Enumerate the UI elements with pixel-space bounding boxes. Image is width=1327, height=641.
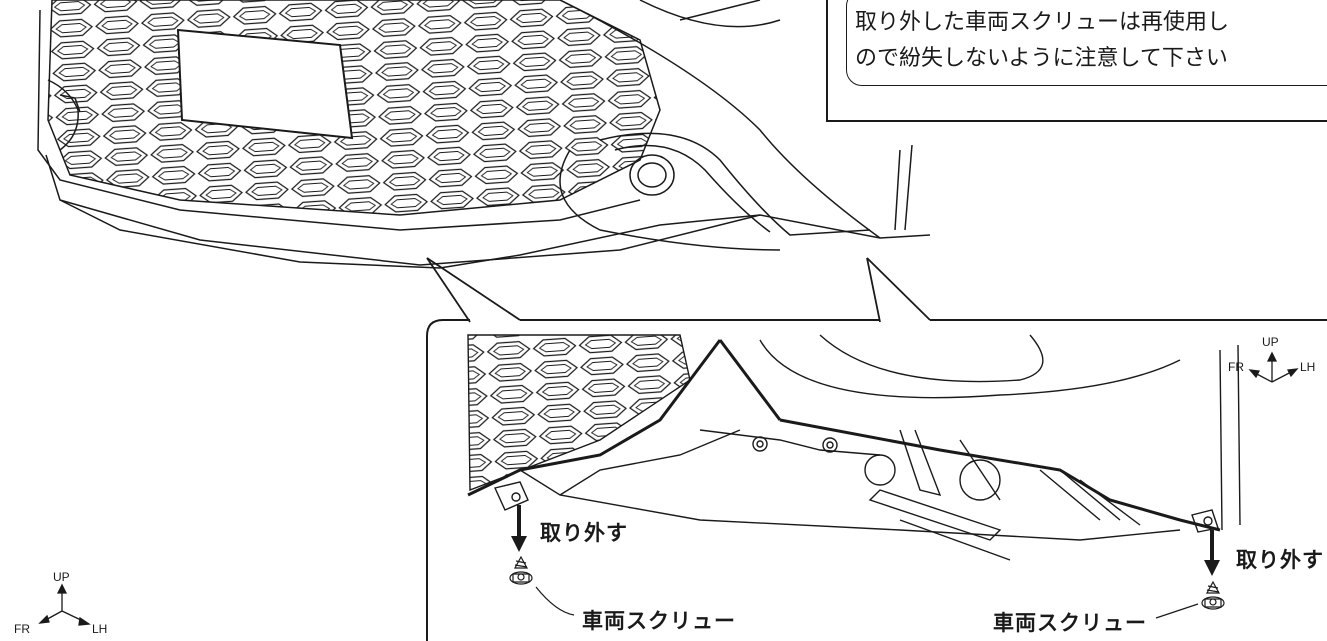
callout-leader bbox=[426, 257, 931, 323]
detail-orientation-up-label: UP bbox=[1262, 335, 1279, 349]
orientation-icon-detail bbox=[1248, 351, 1299, 383]
orientation-icon-main bbox=[38, 583, 91, 626]
remove-label-left: 取り外す bbox=[540, 521, 628, 545]
note-inner-frame: 取り外した車両スクリューは再使用し ので紛失しないように注意して下さい bbox=[846, 0, 1327, 86]
note-line-2: ので紛失しないように注意して下さい bbox=[855, 46, 1228, 71]
detail-frame bbox=[426, 319, 1327, 641]
detail-orientation-lh-label: LH bbox=[1300, 360, 1316, 374]
detail-illustration bbox=[467, 334, 1241, 561]
orientation-up-label: UP bbox=[53, 570, 70, 584]
bumper-overview bbox=[37, 0, 931, 269]
remove-label-right: 取り外す bbox=[1236, 548, 1324, 572]
note-line-1: 取り外した車両スクリューは再使用し bbox=[855, 10, 1230, 35]
screw-icon-left bbox=[509, 555, 533, 585]
remove-arrow-left bbox=[511, 505, 527, 552]
screw-label-right: 車両スクリュー bbox=[993, 611, 1147, 635]
screw-icon-right bbox=[1201, 580, 1225, 610]
note-box: 取り外した車両スクリューは再使用し ので紛失しないように注意して下さい bbox=[826, 0, 1327, 122]
orientation-lh-label: LH bbox=[92, 622, 108, 636]
screw-label-left: 車両スクリュー bbox=[582, 609, 736, 633]
detail-orientation-fr-label: FR bbox=[1228, 360, 1244, 374]
orientation-fr-label: FR bbox=[14, 622, 30, 636]
remove-arrow-right bbox=[1204, 530, 1220, 576]
screw-leader-left bbox=[535, 586, 575, 616]
screw-leader-right bbox=[1155, 603, 1199, 619]
